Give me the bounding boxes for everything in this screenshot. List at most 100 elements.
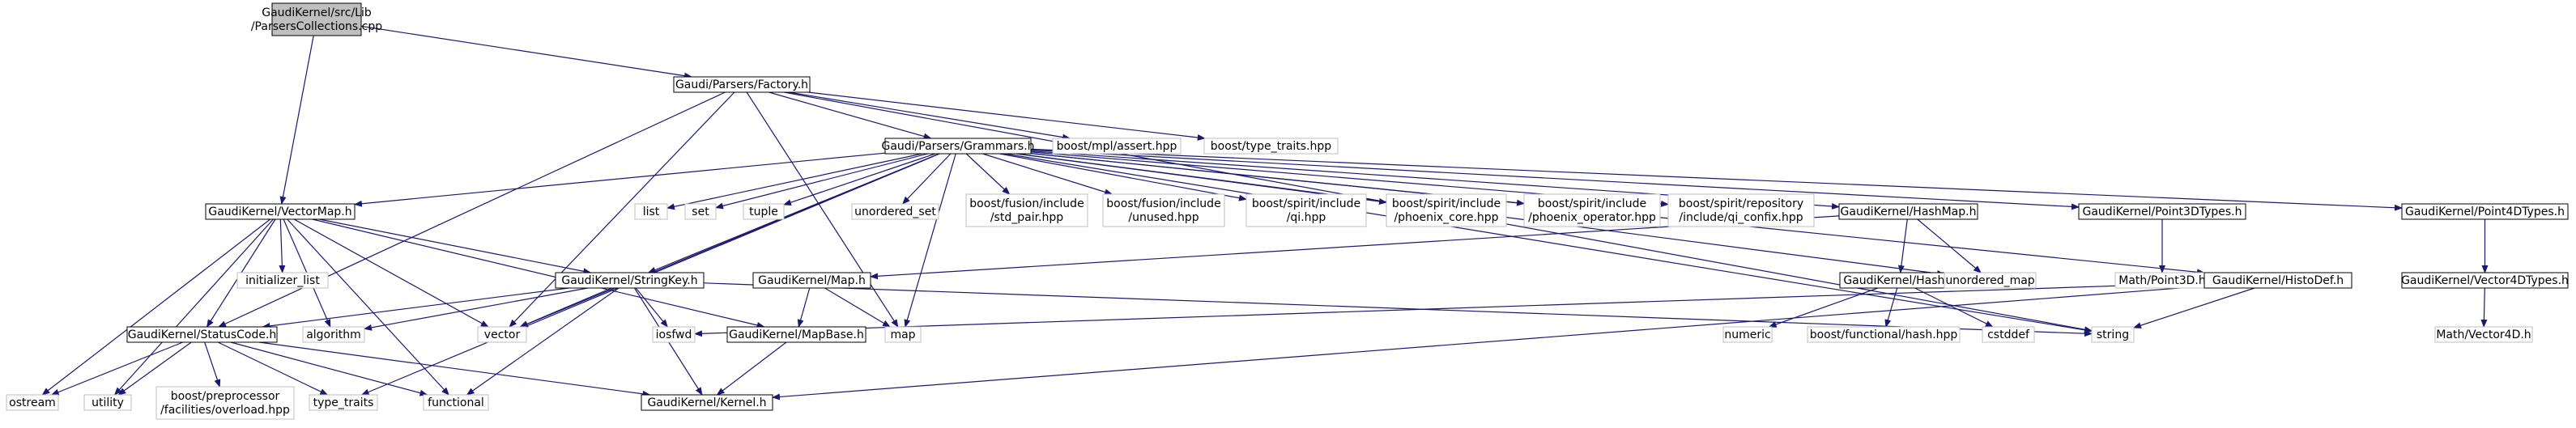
- node-box: [6, 394, 59, 411]
- node-math_point3d: Math/Point3D.h: [2114, 272, 2210, 289]
- node-box: [555, 272, 705, 289]
- edge-statuscode-to-ostream: [50, 341, 184, 396]
- node-histodef[interactable]: GaudiKernel/HistoDef.h: [2203, 272, 2352, 289]
- node-box: [2091, 326, 2135, 343]
- node-phoenix_operator: boost/spirit/include/phoenix_operator.hp…: [1523, 193, 1661, 227]
- edge-map_h-to-map: [824, 287, 891, 328]
- node-label: GaudiKernel/StatusCode.h: [128, 328, 277, 341]
- node-label: boost/fusion/include: [969, 197, 1084, 210]
- node-label: ostream: [9, 396, 56, 409]
- node-box: [2434, 326, 2533, 343]
- node-factory[interactable]: Gaudi/Parsers/Factory.h: [673, 76, 811, 93]
- node-unordered_map: unordered_map: [1944, 272, 2037, 289]
- node-label: GaudiKernel/HistoDef.h: [2212, 274, 2344, 287]
- node-box: [884, 326, 922, 343]
- node-box: [1245, 193, 1367, 227]
- node-label: initializer_list: [245, 274, 320, 287]
- node-type_traits: type_traits: [309, 394, 378, 411]
- edge-grammars-to-fusion_pair: [965, 153, 1011, 195]
- node-statuscode[interactable]: GaudiKernel/StatusCode.h: [126, 326, 278, 343]
- node-root[interactable]: GaudiKernel/src/Lib/ParsersCollections.c…: [251, 2, 382, 36]
- edge-factory-to-map: [746, 91, 899, 328]
- node-point4d_types[interactable]: GaudiKernel/Point4DTypes.h: [2401, 203, 2569, 220]
- node-tuple: tuple: [743, 203, 785, 220]
- node-mapbase[interactable]: GaudiKernel/MapBase.h: [726, 326, 866, 343]
- node-box: [155, 386, 295, 420]
- node-box: [2203, 272, 2352, 289]
- edge-vectormap-to-functional: [287, 218, 449, 396]
- node-label: /facilities/overload.hpp: [160, 404, 290, 417]
- node-label: Gaudi/Parsers/Grammars.h: [881, 140, 1034, 153]
- node-box: [423, 394, 489, 411]
- node-spirit_qi: boost/spirit/include/qi.hpp: [1245, 193, 1367, 227]
- node-algorithm: algorithm: [302, 326, 365, 343]
- edge-vectormap-to-stringkey: [319, 218, 592, 275]
- edge-grammars-to-tuple: [783, 153, 936, 206]
- node-utility: utility: [83, 394, 132, 411]
- node-label: /qi.hpp: [1287, 211, 1326, 224]
- edge-stringkey-to-statuscode: [262, 287, 569, 329]
- node-vectormap[interactable]: GaudiKernel/VectorMap.h: [205, 203, 356, 220]
- node-label: string: [2097, 328, 2129, 341]
- node-box: [1102, 193, 1225, 227]
- node-hash_h[interactable]: GaudiKernel/Hash.h: [1839, 272, 1960, 289]
- node-kernel[interactable]: GaudiKernel/Kernel.h: [641, 394, 773, 411]
- node-box: [884, 138, 1032, 155]
- node-box: [126, 326, 278, 343]
- edge-stringkey-to-functional: [466, 287, 620, 396]
- node-box: [673, 76, 811, 93]
- node-point3d_types[interactable]: GaudiKernel/Point3DTypes.h: [2078, 203, 2246, 220]
- nodes-layer: GaudiKernel/src/Lib/ParsersCollections.c…: [6, 2, 2569, 420]
- node-stringkey[interactable]: GaudiKernel/StringKey.h: [555, 272, 705, 289]
- node-box: [641, 394, 773, 411]
- node-map: map: [884, 326, 922, 343]
- node-bf_hash: boost/functional/hash.hpp: [1807, 326, 1961, 343]
- node-label: algorithm: [306, 328, 361, 341]
- node-box: [1203, 138, 1339, 155]
- node-hashmap[interactable]: GaudiKernel/HashMap.h: [1838, 203, 1978, 220]
- node-box: [309, 394, 378, 411]
- edge-grammars-to-point3d_types: [1030, 149, 2080, 210]
- node-box: [1722, 326, 1773, 343]
- node-phoenix_core: boost/spirit/include/phoenix_core.hpp: [1386, 193, 1507, 227]
- node-label: tuple: [749, 206, 778, 218]
- node-box: [1667, 193, 1815, 227]
- node-label: GaudiKernel/StringKey.h: [561, 274, 697, 287]
- node-label: /phoenix_operator.hpp: [1528, 211, 1656, 224]
- node-box: [2078, 203, 2246, 220]
- node-box: [652, 326, 696, 343]
- node-vector4d_types[interactable]: GaudiKernel/Vector4DTypes.h: [2401, 272, 2569, 289]
- node-box: [634, 203, 668, 220]
- node-label: boost/preprocessor: [171, 390, 280, 403]
- node-math_vector4d: Math/Vector4D.h: [2434, 326, 2533, 343]
- node-box: [205, 203, 356, 220]
- node-box: [236, 272, 329, 289]
- node-label: cstddef: [1987, 328, 2030, 341]
- node-box: [1982, 326, 2035, 343]
- edge-grammars-to-fusion_unused: [982, 153, 1113, 196]
- edge-statuscode-to-kernel: [258, 341, 651, 397]
- node-box: [2401, 272, 2569, 289]
- edge-root-to-vectormap: [279, 35, 314, 205]
- node-label: GaudiKernel/Vector4DTypes.h: [2401, 274, 2569, 287]
- edge-histodef-to-iosfwd: [694, 282, 2205, 337]
- edge-vectormap-to-utility: [113, 218, 274, 396]
- node-label: GaudiKernel/MapBase.h: [729, 328, 864, 341]
- node-box: [302, 326, 365, 343]
- node-box: [477, 326, 527, 343]
- node-grammars[interactable]: Gaudi/Parsers/Grammars.h: [881, 138, 1035, 155]
- edge-stringkey-to-vector: [519, 287, 612, 328]
- node-label: unordered_set: [854, 206, 936, 218]
- node-label: functional: [428, 396, 484, 409]
- node-fusion_unused: boost/fusion/include/unused.hpp: [1102, 193, 1225, 227]
- node-qi_confix: boost/spirit/repository/include/qi_confi…: [1667, 193, 1815, 227]
- edge-factory-to-vector: [509, 91, 735, 328]
- node-map_h[interactable]: GaudiKernel/Map.h: [752, 272, 871, 289]
- node-label: iosfwd: [656, 328, 692, 341]
- node-fusion_pair: boost/fusion/include/std_pair.hpp: [965, 193, 1088, 227]
- edge-factory-to-bt_type_traits: [807, 91, 1206, 141]
- node-bt_type_traits: boost/type_traits.hpp: [1203, 138, 1339, 155]
- node-list: list: [634, 203, 668, 220]
- edge-grammars-to-map: [904, 153, 956, 328]
